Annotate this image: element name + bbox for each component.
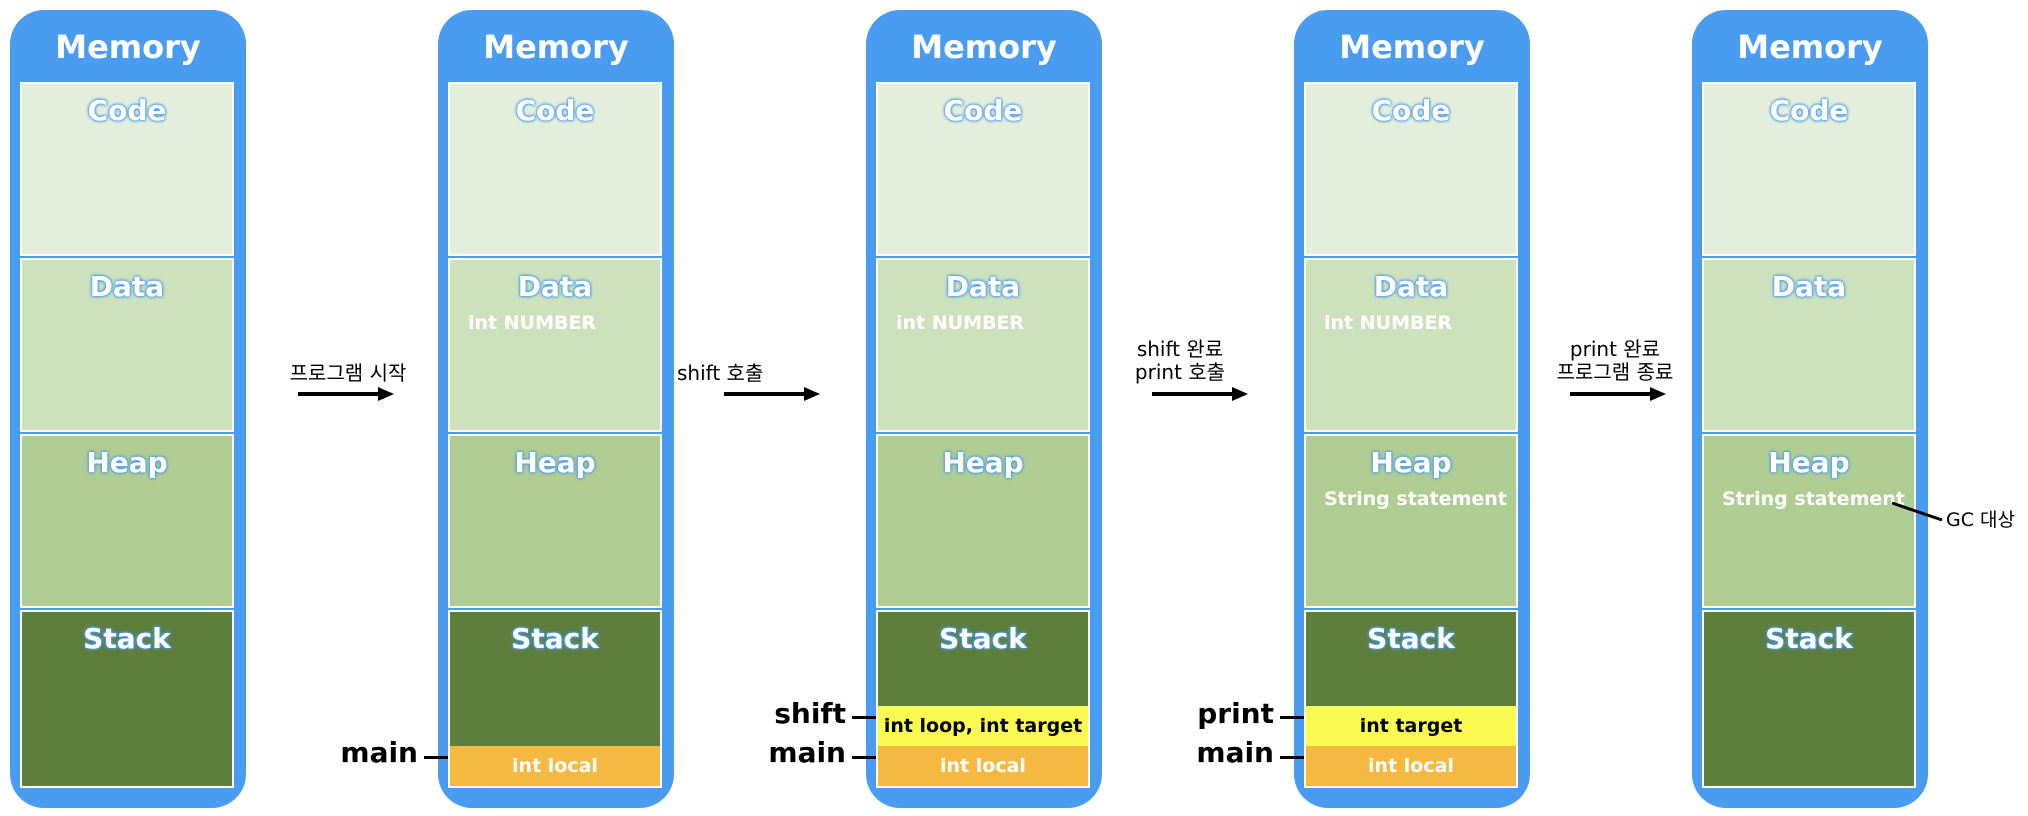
data-segment: Data [20,258,234,432]
gc-target-label: GC 대상 [1946,509,2015,531]
data-variable: int NUMBER [896,312,1025,334]
data-label: Data [1771,270,1847,303]
heap-label: Heap [86,446,168,479]
heap-segment: Heap [876,434,1090,608]
gc-pointer-line [1891,501,1943,522]
main-stack-frame: int local [878,746,1088,786]
arrow-right-icon [1152,387,1248,401]
heap-segment: Heap String statement [1304,434,1518,608]
memory-title: Memory [1339,28,1485,66]
arrow-right-icon [298,387,394,401]
memory-panel-5: Memory Code Data Heap String statement S… [1692,10,1928,808]
main-pointer-line [424,756,448,759]
data-variable: int NUMBER [1324,312,1453,334]
heap-variable: String statement [1722,488,1905,510]
transition-4-line-1: print 완료 [1569,337,1661,361]
memory-panel-3: Memory Code Data int NUMBER Heap Stack i… [866,10,1102,808]
code-segment: Code [1702,82,1916,256]
shift-pointer-label: shift [774,697,846,730]
data-label: Data [89,270,165,303]
code-segment: Code [876,82,1090,256]
main-pointer-label: main [340,736,418,769]
heap-segment: Heap [20,434,234,608]
arrow-right-icon [1570,387,1666,401]
code-label: Code [515,94,595,127]
stack-label: Stack [1765,622,1853,655]
stack-segment: Stack [1702,610,1916,788]
stack-label: Stack [1367,622,1455,655]
heap-segment: Heap [448,434,662,608]
memory-title: Memory [1737,28,1883,66]
data-segment: Data int NUMBER [1304,258,1518,432]
memory-title: Memory [55,28,201,66]
heap-segment: Heap String statement [1702,434,1916,608]
stack-segment: Stack [20,610,234,788]
stack-label: Stack [511,622,599,655]
data-label: Data [945,270,1021,303]
transition-1-label: 프로그램 시작 [258,362,438,385]
main-stack-frame: int local [1306,746,1516,786]
transition-2-label: shift 호출 [677,362,797,385]
data-segment: Data int NUMBER [448,258,662,432]
arrow-right-icon [724,387,820,401]
shift-stack-frame: int loop, int target [878,706,1088,746]
stack-segment: Stack int target int local [1304,610,1518,788]
code-segment: Code [20,82,234,256]
memory-title: Memory [483,28,629,66]
transition-4-label: print 완료 프로그램 종료 [1530,338,1700,384]
memory-panel-4: Memory Code Data int NUMBER Heap String … [1294,10,1530,808]
data-label: Data [1373,270,1449,303]
transition-3-line-2: print 호출 [1134,360,1226,384]
shift-pointer-line [852,716,876,719]
data-segment: Data int NUMBER [876,258,1090,432]
main-pointer-line [1280,756,1304,759]
heap-label: Heap [1768,446,1850,479]
data-variable: int NUMBER [468,312,597,334]
heap-label: Heap [1370,446,1452,479]
print-stack-frame: int target [1306,706,1516,746]
print-pointer-label: print [1197,697,1274,730]
transition-4-line-2: 프로그램 종료 [1556,360,1674,384]
code-label: Code [1769,94,1849,127]
data-label: Data [517,270,593,303]
print-pointer-line [1280,716,1304,719]
stack-segment: Stack int local [448,610,662,788]
code-label: Code [87,94,167,127]
main-stack-frame: int local [450,746,660,786]
transition-1-line-1: 프로그램 시작 [289,361,407,385]
code-label: Code [943,94,1023,127]
stack-label: Stack [939,622,1027,655]
code-label: Code [1371,94,1451,127]
transition-3-label: shift 완료 print 호출 [1110,338,1250,384]
transition-2-line-1: shift 호출 [677,361,764,385]
main-pointer-label: main [768,736,846,769]
stack-label: Stack [83,622,171,655]
heap-variable: String statement [1324,488,1507,510]
stack-segment: Stack int loop, int target int local [876,610,1090,788]
memory-panel-1: Memory Code Data Heap Stack [10,10,246,808]
code-segment: Code [448,82,662,256]
heap-label: Heap [514,446,596,479]
heap-label: Heap [942,446,1024,479]
code-segment: Code [1304,82,1518,256]
memory-title: Memory [911,28,1057,66]
transition-3-line-1: shift 완료 [1136,337,1224,361]
main-pointer-line [852,756,876,759]
memory-panel-2: Memory Code Data int NUMBER Heap Stack i… [438,10,674,808]
main-pointer-label: main [1196,736,1274,769]
data-segment: Data [1702,258,1916,432]
